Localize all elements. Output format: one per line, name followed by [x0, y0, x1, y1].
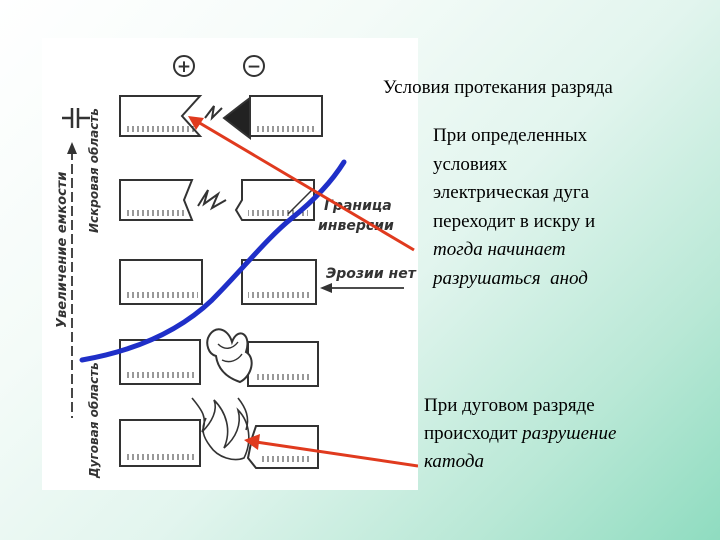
cathode-pointer-arrow	[244, 434, 418, 468]
spark-region-text: Искровая область	[87, 108, 101, 233]
discharge-figure: + − Увеличение емкости Искровая область …	[42, 38, 418, 490]
spark-region-label: Искровая область	[87, 108, 101, 233]
no-erosion-label: Эрозии нет	[320, 266, 417, 293]
minus-symbol: −	[243, 55, 265, 77]
arc-condition-note: При дуговом разряде происходит разрушени…	[424, 392, 714, 476]
minus-sign: −	[247, 57, 261, 77]
electrodes-row-3	[119, 259, 317, 305]
inversion-curve	[79, 159, 347, 363]
no-erosion-text: Эрозии нет	[326, 266, 417, 282]
note1-line-2: условиях	[433, 153, 508, 175]
electrodes-row-2	[119, 179, 315, 221]
capacity-axis-label: Увеличение емкости	[55, 172, 70, 328]
boundary-line-2: инверсии	[318, 218, 394, 234]
note2-line-2-b: разрушение	[522, 423, 617, 444]
capacitor-icon	[62, 108, 90, 128]
note1-line-3: электрическая дуга	[433, 182, 590, 203]
note2-line-1: При дуговом разряде	[424, 395, 595, 416]
note1-line-1: При определенных	[433, 125, 588, 146]
plus-symbol: +	[173, 55, 195, 77]
note1-line-5: тогда начинает	[433, 239, 566, 260]
inversion-boundary-label: Граница инверсии	[318, 198, 394, 234]
note1-line-6-b: анод	[550, 267, 588, 289]
note1-line-6: разрушаться анод	[433, 265, 713, 294]
slide-title: Условия протекания разряда	[383, 77, 613, 98]
electrodes-row-5	[119, 397, 319, 469]
anode-pointer-arrow	[188, 116, 415, 252]
spark-condition-note: При определенных условиях электрическая …	[433, 122, 713, 293]
note2-line-2: происходит разрушение	[424, 420, 714, 448]
plus-sign: +	[177, 57, 191, 77]
arc-region-label: Дуговая область	[87, 362, 101, 479]
note1-line-4: переходит в искру и	[433, 210, 596, 232]
note2-line-2-a: происходит	[424, 423, 518, 444]
electrodes-row-1	[119, 95, 323, 140]
capacity-axis: Увеличение емкости	[55, 142, 77, 418]
note2-line-3: катода	[424, 451, 484, 472]
boundary-line-1: Граница	[324, 198, 392, 214]
arc-region-text: Дуговая область	[87, 362, 101, 479]
note1-line-6-a: разрушаться	[433, 267, 541, 289]
